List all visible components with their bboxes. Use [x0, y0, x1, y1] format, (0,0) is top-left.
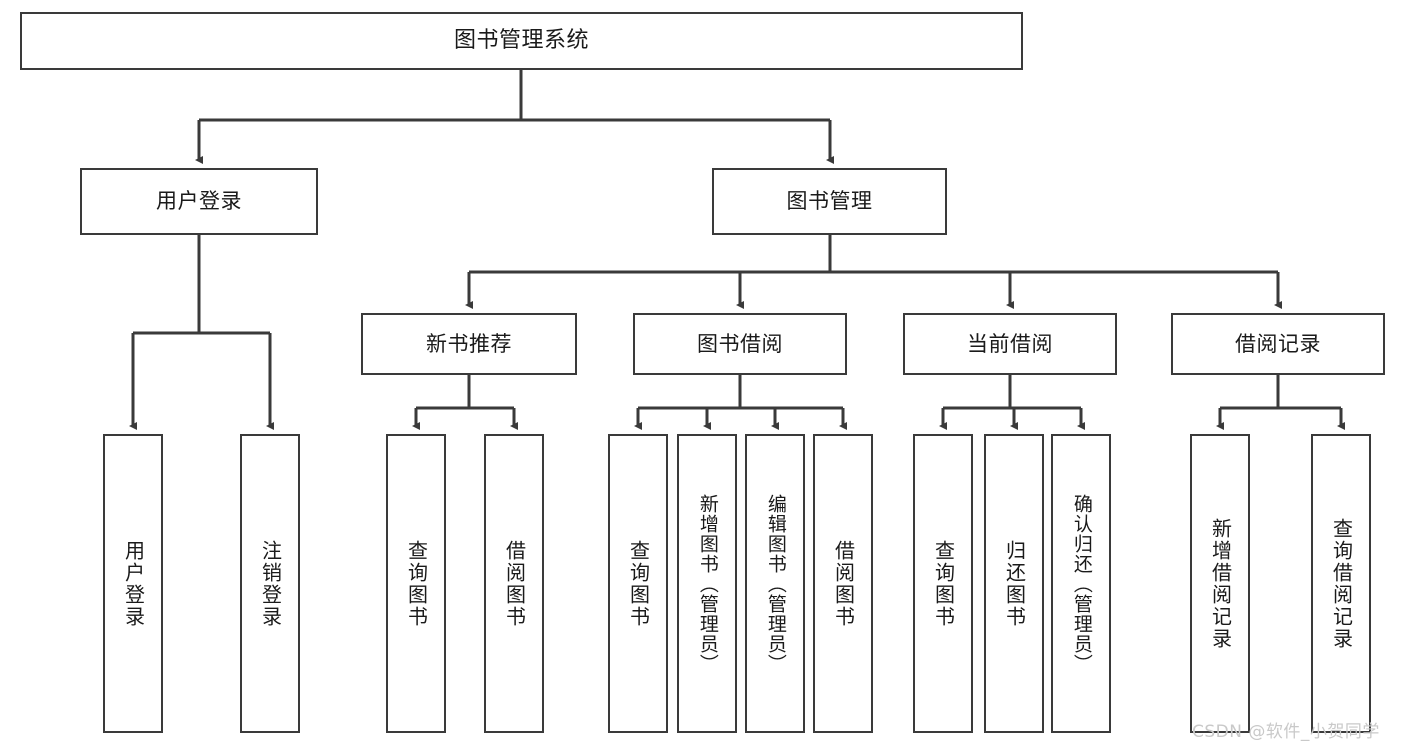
- node-leaf-label: 确认归还（管理员）: [1070, 493, 1093, 674]
- node-leaf-query-borrow-record[interactable]: 查询借阅记录: [1311, 434, 1371, 733]
- node-leaf-label: 归还图书: [1002, 539, 1027, 628]
- node-leaf-label: 注销登录: [258, 539, 283, 628]
- node-leaf-label: 新增图书（管理员）: [696, 493, 719, 674]
- node-leaf-label: 借阅图书: [831, 539, 856, 628]
- node-new-book-recommend-label: 新书推荐: [426, 331, 512, 356]
- node-leaf-confirm-return-admin[interactable]: 确认归还（管理员）: [1051, 434, 1111, 733]
- node-leaf-add-borrow-record[interactable]: 新增借阅记录: [1190, 434, 1250, 733]
- node-book-borrow-label: 图书借阅: [697, 331, 783, 356]
- node-leaf-label: 查询借阅记录: [1329, 517, 1354, 650]
- node-root-label: 图书管理系统: [453, 28, 589, 54]
- node-borrow-record-label: 借阅记录: [1235, 331, 1321, 356]
- node-leaf-label: 编辑图书（管理员）: [764, 493, 787, 674]
- node-leaf-label: 查询图书: [931, 539, 956, 628]
- node-leaf-query-book-a[interactable]: 查询图书: [386, 434, 446, 733]
- node-leaf-logout[interactable]: 注销登录: [240, 434, 300, 733]
- node-borrow-record[interactable]: 借阅记录: [1171, 313, 1385, 375]
- csdn-watermark: CSDN @软件_小贺同学: [1192, 722, 1380, 742]
- node-leaf-query-book-b[interactable]: 查询图书: [608, 434, 668, 733]
- node-new-book-recommend[interactable]: 新书推荐: [361, 313, 577, 375]
- node-leaf-query-book-c[interactable]: 查询图书: [913, 434, 973, 733]
- node-leaf-label: 用户登录: [121, 539, 146, 628]
- node-leaf-label: 查询图书: [626, 539, 651, 628]
- node-leaf-borrow-book-b[interactable]: 借阅图书: [813, 434, 873, 733]
- node-book-management[interactable]: 图书管理: [712, 168, 947, 235]
- node-leaf-add-book-admin[interactable]: 新增图书（管理员）: [677, 434, 737, 733]
- node-user-login[interactable]: 用户登录: [80, 168, 318, 235]
- node-leaf-borrow-book-a[interactable]: 借阅图书: [484, 434, 544, 733]
- node-leaf-label: 新增借阅记录: [1208, 517, 1233, 650]
- node-current-borrow[interactable]: 当前借阅: [903, 313, 1117, 375]
- node-leaf-label: 借阅图书: [502, 539, 527, 628]
- node-leaf-label: 查询图书: [404, 539, 429, 628]
- node-leaf-edit-book-admin[interactable]: 编辑图书（管理员）: [745, 434, 805, 733]
- node-current-borrow-label: 当前借阅: [967, 331, 1053, 356]
- node-book-management-label: 图书管理: [786, 189, 873, 214]
- node-user-login-label: 用户登录: [156, 189, 242, 214]
- node-root-system[interactable]: 图书管理系统: [20, 12, 1023, 70]
- node-leaf-user-login[interactable]: 用户登录: [103, 434, 163, 733]
- node-leaf-return-book[interactable]: 归还图书: [984, 434, 1044, 733]
- node-book-borrow[interactable]: 图书借阅: [633, 313, 847, 375]
